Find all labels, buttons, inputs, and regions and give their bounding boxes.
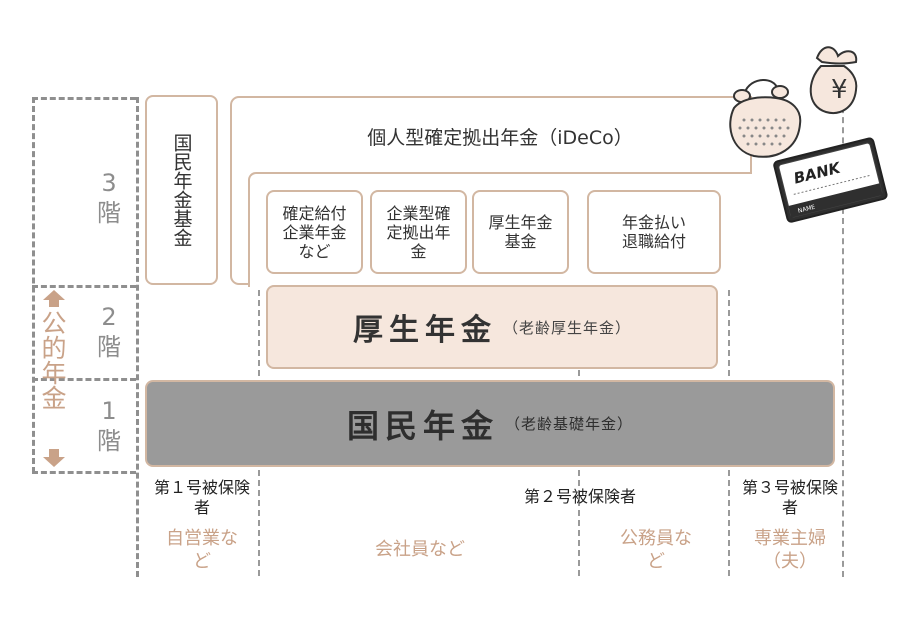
public-pension-label: 公的年金 (38, 310, 67, 410)
category-1-title: 第１号被保険者 (153, 478, 250, 517)
public-pension-arrow-up-stem (49, 299, 59, 307)
public-pension-arrow-down-stem (49, 449, 59, 457)
tier-top-line (32, 97, 136, 100)
tier-left-border (32, 97, 35, 473)
kokumin-nenkin-label: 国民年金 (346, 406, 499, 445)
taishoku-kyufu-label: 年金払い退職給付 (621, 213, 686, 251)
separator-far-right (842, 97, 844, 577)
ideco-label: 個人型確定拠出年金（iDeCo） (367, 127, 633, 149)
category-2-title: 第２号被保険者 (523, 487, 636, 506)
bankbook-icon: BANK NAME (773, 137, 888, 223)
kigyo-dc-label: 企業型確定拠出年金 (386, 203, 451, 261)
separator-left (258, 180, 260, 576)
category-3-title: 第３号被保険者 (741, 478, 838, 517)
tier-right-border (136, 97, 139, 577)
kakutei-kyufu-box: 確定給付企業年金など (266, 190, 363, 274)
kakutei-kyufu-label: 確定給付企業年金など (282, 203, 347, 261)
public-pension-arrow-down-icon (43, 457, 65, 467)
taishoku-kyufu-box: 年金払い退職給付 (587, 190, 721, 274)
tier-bottom-line (32, 471, 136, 474)
kokumin-nenkin-sub: （老齢基礎年金） (505, 415, 634, 433)
tier-2-line (32, 285, 136, 288)
kokumin-nenkin-kikin-label: 国民年金基金 (170, 133, 193, 247)
kosei-nenkin-sub: （老齢厚生年金） (502, 318, 631, 337)
coin-purse-icon (729, 79, 802, 158)
kokumin-nenkin-kikin-box: 国民年金基金 (145, 95, 218, 285)
kosei-nenkin-box: 厚生年金 （老齢厚生年金） (266, 285, 718, 369)
kosei-kikin-box: 厚生年金基金 (472, 190, 569, 274)
tier-1-line (32, 378, 136, 381)
category-1-who: 自営業など (166, 528, 238, 572)
money-illustration: ¥ BANK NAME (729, 46, 888, 223)
separator-middle (578, 180, 580, 576)
public-pension-arrow-up-icon (43, 290, 65, 300)
category-2-who-company: 会社員など (375, 539, 465, 560)
kokumin-nenkin-box: 国民年金 （老齢基礎年金） (145, 380, 835, 467)
kosei-kikin-label: 厚生年金基金 (488, 213, 553, 251)
kosei-nenkin-label: 厚生年金 (352, 313, 497, 348)
category-3-who: 専業主婦（夫） (754, 528, 826, 572)
yen-bag-icon: ¥ (809, 46, 858, 114)
yen-mark: ¥ (831, 75, 848, 105)
separator-right (728, 180, 730, 576)
name-text: NAME (797, 204, 816, 215)
kigyo-dc-box: 企業型確定拠出年金 (370, 190, 467, 274)
category-2-who-public: 公務員など (620, 528, 692, 572)
